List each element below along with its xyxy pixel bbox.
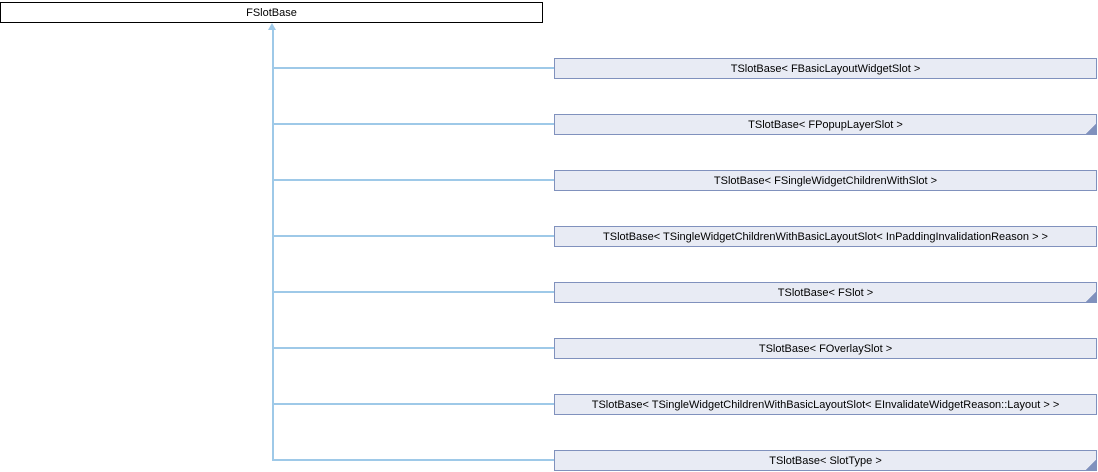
derived-class-node[interactable]: TSlotBase< FBasicLayoutWidgetSlot > — [554, 58, 1097, 79]
inheritance-arrow-icon — [268, 23, 276, 30]
folded-corner-icon — [1086, 460, 1096, 470]
edge-branch-line — [272, 123, 555, 125]
derived-class-node[interactable]: TSlotBase< FOverlaySlot > — [554, 338, 1097, 359]
derived-class-node[interactable]: TSlotBase< TSingleWidgetChildrenWithBasi… — [554, 394, 1097, 415]
edge-branch-line — [272, 291, 555, 293]
base-class-node: FSlotBase — [0, 2, 543, 23]
derived-class-label: TSlotBase< FSingleWidgetChildrenWithSlot… — [713, 174, 938, 187]
derived-class-node[interactable]: TSlotBase< FSlot > — [554, 282, 1097, 303]
edge-branch-line — [272, 347, 555, 349]
folded-corner-icon — [1086, 292, 1096, 302]
derived-class-label: TSlotBase< SlotType > — [769, 454, 882, 467]
derived-class-node[interactable]: TSlotBase< SlotType > — [554, 450, 1097, 471]
edge-branch-line — [272, 235, 555, 237]
derived-class-label: TSlotBase< FBasicLayoutWidgetSlot > — [730, 62, 921, 75]
derived-class-label: TSlotBase< TSingleWidgetChildrenWithBasi… — [591, 398, 1060, 411]
edge-branch-line — [272, 403, 555, 405]
edge-branch-line — [272, 67, 555, 69]
derived-class-label: TSlotBase< FOverlaySlot > — [758, 342, 893, 355]
derived-class-node[interactable]: TSlotBase< TSingleWidgetChildrenWithBasi… — [554, 226, 1097, 247]
edge-branch-line — [272, 179, 555, 181]
edge-trunk-line — [272, 29, 274, 461]
derived-class-node[interactable]: TSlotBase< FSingleWidgetChildrenWithSlot… — [554, 170, 1097, 191]
derived-class-label: TSlotBase< TSingleWidgetChildrenWithBasi… — [603, 230, 1048, 243]
folded-corner-icon — [1086, 124, 1096, 134]
derived-class-label: TSlotBase< FPopupLayerSlot > — [748, 118, 903, 131]
derived-class-label: TSlotBase< FSlot > — [777, 286, 874, 299]
derived-class-node[interactable]: TSlotBase< FPopupLayerSlot > — [554, 114, 1097, 135]
edge-branch-line — [272, 459, 555, 461]
